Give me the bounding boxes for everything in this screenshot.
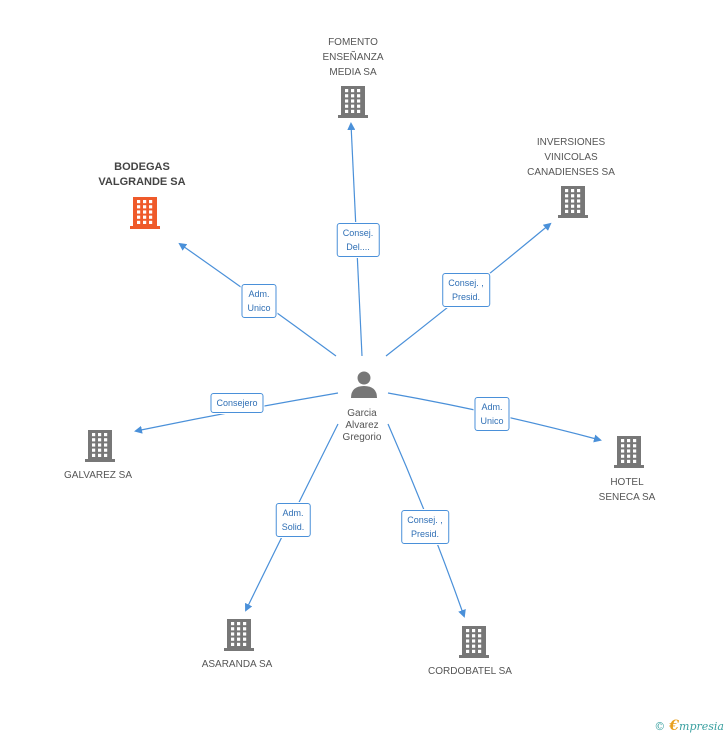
edge-label-inversiones[interactable]: Consej. , Presid.	[442, 273, 490, 307]
building-icon-galvarez[interactable]	[85, 430, 115, 462]
edge-label-galvarez[interactable]: Consejero	[210, 393, 264, 413]
company-label-galvarez[interactable]: GALVAREZ SA	[64, 470, 132, 481]
person-name[interactable]: Garcia Alvarez Gregorio	[342, 408, 382, 443]
building-icon-bodegas[interactable]	[130, 197, 160, 229]
edge-label-asaranda[interactable]: Adm. Solid.	[275, 503, 311, 537]
person-icon[interactable]	[351, 371, 377, 399]
edge-label-hotel[interactable]: Adm. Unico	[474, 397, 510, 431]
company-label-hotel[interactable]: HOTEL SENECA SA	[598, 477, 656, 503]
edge-label-bodegas[interactable]: Adm. Unico	[241, 284, 277, 318]
building-icon-hotel[interactable]	[614, 436, 644, 468]
empresia-logo: ©€mpresia	[654, 718, 724, 734]
company-label-inversiones[interactable]: INVERSIONES VINICOLAS CANADIENSES SA	[527, 137, 615, 178]
building-icon-asaranda[interactable]	[224, 619, 254, 651]
building-icon-cordobatel[interactable]	[459, 626, 489, 658]
company-label-asaranda[interactable]: ASARANDA SA	[201, 659, 273, 670]
edge-label-fomento[interactable]: Consej. Del....	[336, 223, 380, 257]
company-label-cordobatel[interactable]: CORDOBATEL SA	[428, 666, 512, 677]
building-icon-inversiones[interactable]	[558, 186, 588, 218]
company-label-bodegas[interactable]: BODEGAS VALGRANDE SA	[98, 161, 186, 188]
building-icon-fomento[interactable]	[338, 86, 368, 118]
company-label-fomento[interactable]: FOMENTO ENSEÑANZA MEDIA SA	[322, 37, 384, 78]
edge-label-cordobatel[interactable]: Consej. , Presid.	[401, 510, 449, 544]
